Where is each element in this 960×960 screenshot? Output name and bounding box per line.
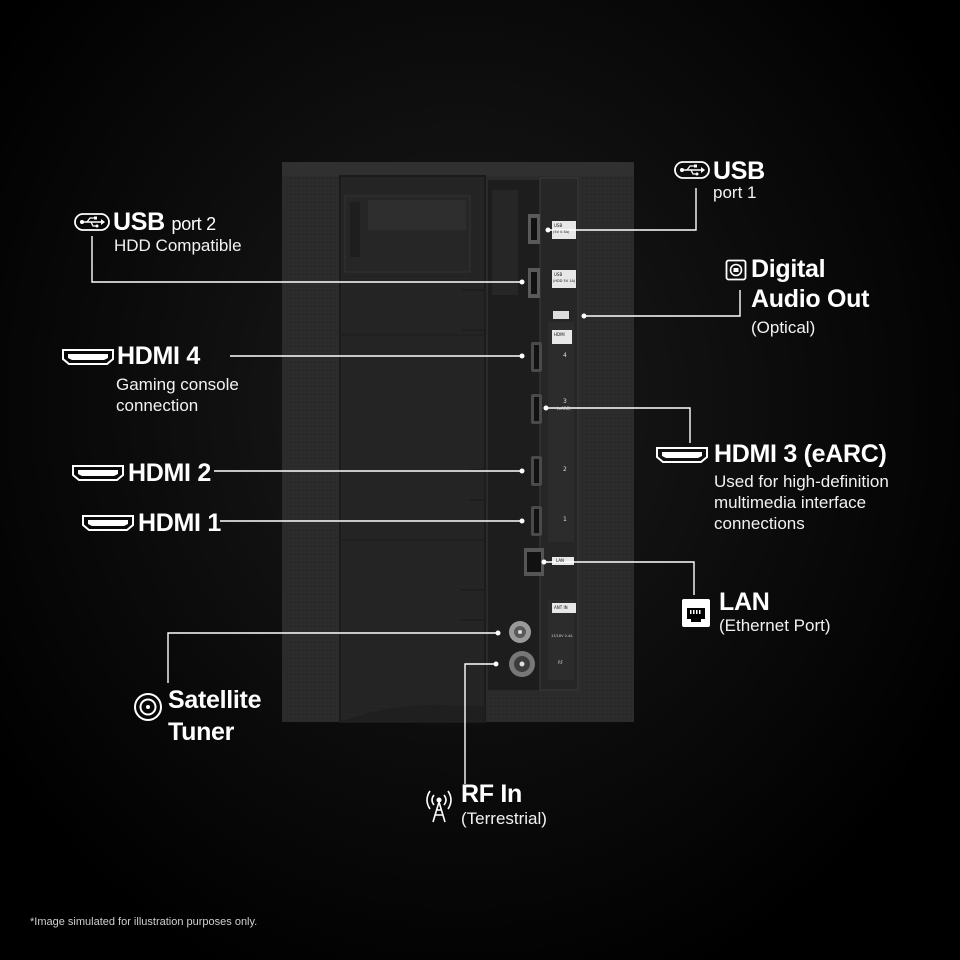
strip-hdmi-label: HDMI [554,332,565,337]
satellite-connector [509,621,531,643]
hdmi-port-3 [531,394,542,424]
lan-leader [544,561,695,595]
hdmi-icon [72,465,124,481]
hdmi-port-1 [531,506,542,536]
satellite-title-1: Satellite [168,686,262,714]
strip-sat-spec: 13/18V 0.4A [551,634,573,638]
strip-lan-label: LAN [556,558,565,563]
digital-audio-leader [584,290,741,317]
hdmi4-sub-1: Gaming console [116,375,239,394]
usb1-title: USB [713,157,765,185]
rf-in-sub: (Terrestrial) [461,809,547,828]
optical-icon [725,259,747,281]
optical-port [553,311,569,319]
hdmi1-title: HDMI 1 [138,509,221,537]
digital-audio-title-1: Digital [751,255,826,283]
coax-icon [134,693,162,721]
hdmi4-title: HDMI 4 [117,342,200,370]
hdmi3-sub-1: Used for high-definition [714,472,889,491]
strip-hdmi-3-spec: (eARC) [557,406,571,411]
rf-connector [509,651,535,677]
satellite-title-2: Tuner [168,718,235,746]
hdmi-icon [82,515,134,531]
strip-hdmi-4: 4 [563,352,567,359]
usb2-sub: HDD Compatible [114,236,242,255]
strip-hdmi-1: 1 [563,516,567,523]
strip-hdmi-2: 2 [563,466,567,473]
leader-lines [91,188,741,784]
hdmi3-sub-3: connections [714,514,805,533]
hdmi-icon [62,349,114,365]
usb-port-1 [528,214,540,244]
hdmi-port-4 [531,342,542,372]
usb1-leader [548,188,697,231]
strip-usb-b-spec: (HDD 5V 1A) [553,279,576,283]
leader-dots [493,227,587,667]
tv-back-housing [282,162,634,723]
usb2-leader [91,236,522,283]
digital-audio-title-2: Audio Out [751,285,870,313]
hdmi-icon [656,447,708,463]
hdmi3-leader [546,407,691,443]
usb-port-2 [528,268,540,298]
strip-usb-b-label: USB [554,272,563,277]
usb1-sub: port 1 [713,183,757,202]
lan-title: LAN [719,588,770,616]
usb2-title: USB port 2 [113,208,217,236]
rf-leader [464,663,496,784]
antenna-icon [426,790,452,823]
hdmi3-title: HDMI 3 (eARC) [714,440,887,468]
usb2-suffix: port 2 [171,214,217,234]
hdmi2-title: HDMI 2 [128,459,211,487]
hdmi-port-2 [531,456,542,486]
hdmi3-sub-2: multimedia interface [714,493,867,512]
satellite-leader [167,632,498,683]
usb-icon [674,161,710,179]
strip-rf-label: RF [558,660,564,665]
strip-ant-label: ANT IN [554,605,568,610]
hdmi4-sub-2: connection [116,396,199,415]
lan-sub: (Ethernet Port) [719,616,831,635]
ethernet-icon [682,599,710,627]
rf-in-title: RF In [461,780,522,808]
digital-audio-sub: (Optical) [751,318,816,337]
disclaimer-footnote: *Image simulated for illustration purpos… [30,916,258,928]
usb-icon [74,213,110,231]
strip-hdmi-3: 3 [563,398,567,405]
lan-port [524,548,544,576]
strip-usb-a-spec: (5V 0.5A) [553,230,570,234]
strip-usb-a-label: USB [554,223,563,228]
